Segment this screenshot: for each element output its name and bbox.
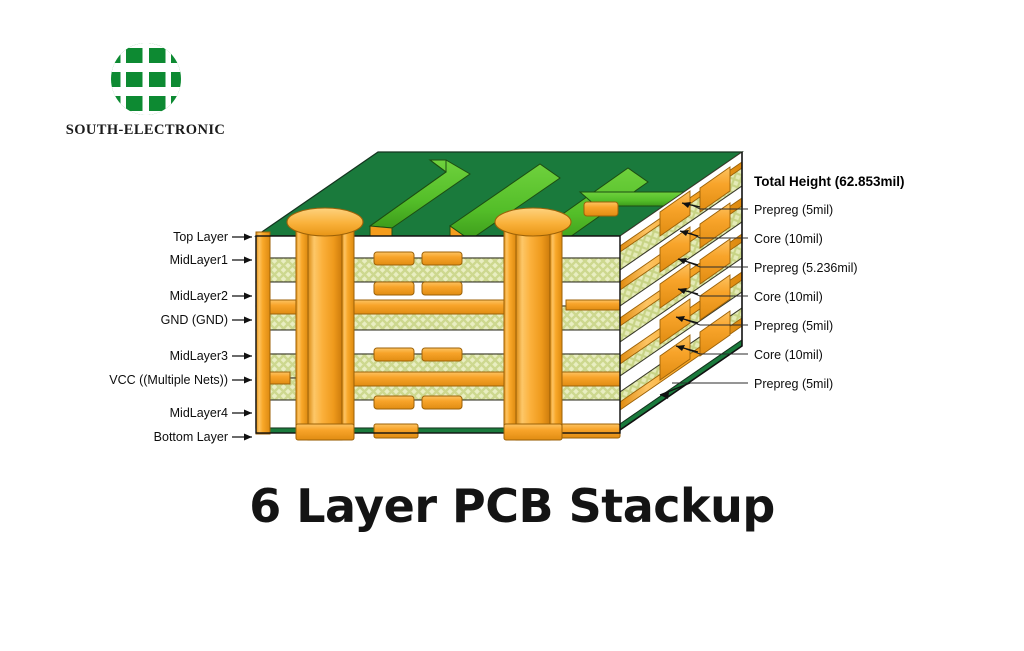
page-title: 6 Layer PCB Stackup — [249, 479, 775, 533]
label-core-3: Core (10mil) — [754, 348, 823, 362]
label-total-height: Total Height (62.853mil) — [754, 174, 905, 189]
right-label-group: Total Height (62.853mil) Prepreg (5mil) … — [659, 174, 905, 399]
label-core-1: Core (10mil) — [754, 232, 823, 246]
label-midlayer4: MidLayer4 — [170, 406, 228, 420]
label-midlayer3: MidLayer3 — [170, 349, 228, 363]
brand-logo: SOUTH-ELECTRONIC — [38, 42, 253, 139]
label-prepreg-1: Prepreg (5mil) — [754, 203, 833, 217]
via-left — [286, 207, 364, 441]
left-label-group: Top Layer MidLayer1 MidLayer2 GND (GND) … — [109, 230, 252, 444]
label-gnd: GND (GND) — [161, 313, 228, 327]
label-bottom-layer: Bottom Layer — [154, 430, 228, 444]
label-midlayer1: MidLayer1 — [170, 253, 228, 267]
label-top-layer: Top Layer — [173, 230, 228, 244]
via-right — [494, 207, 572, 441]
label-vcc: VCC ((Multiple Nets)) — [109, 373, 228, 387]
label-prepreg-4: Prepreg (5mil) — [754, 377, 833, 391]
label-core-2: Core (10mil) — [754, 290, 823, 304]
brand-name: SOUTH-ELECTRONIC — [65, 122, 226, 138]
label-prepreg-3: Prepreg (5mil) — [754, 319, 833, 333]
label-midlayer2: MidLayer2 — [170, 289, 228, 303]
label-prepreg-2: Prepreg (5.236mil) — [754, 261, 858, 275]
hh-monogram-logo-icon — [110, 43, 181, 115]
